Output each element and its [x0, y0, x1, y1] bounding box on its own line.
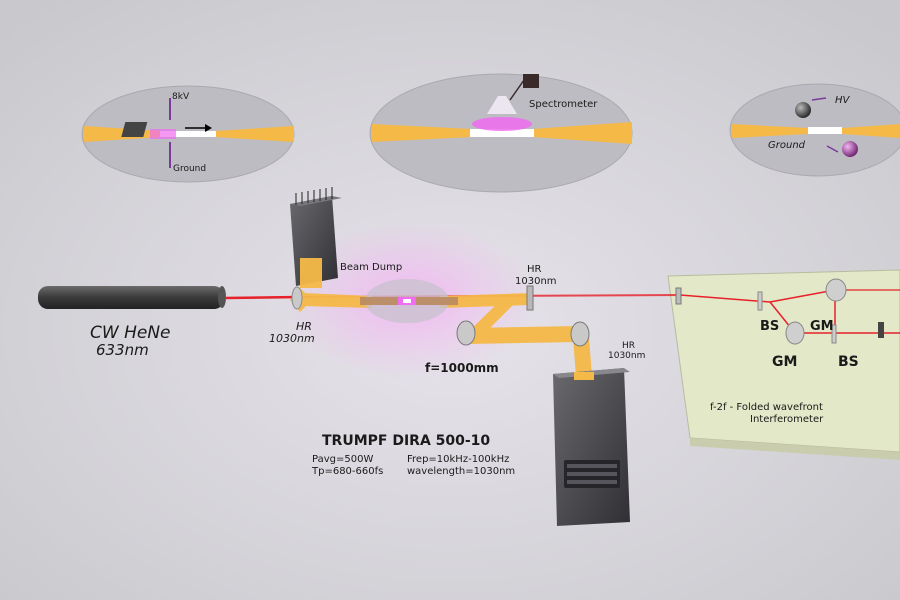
- hr-top-wavelength: 1030nm: [515, 276, 557, 287]
- fiber-icon: [509, 79, 525, 101]
- beam-cone: [732, 124, 808, 138]
- hr-right-label: HR: [622, 341, 635, 351]
- ground-label: Ground: [768, 140, 806, 151]
- light-collection-cone: [487, 96, 517, 114]
- plasma-channel: [160, 131, 216, 137]
- beam-cone: [214, 126, 294, 142]
- plasma-channel: [808, 127, 842, 134]
- interferometer-label-2: Interferometer: [750, 414, 824, 425]
- amplified-beam: [290, 288, 592, 376]
- beam-cone: [842, 124, 900, 138]
- plasma-glow-strip: [150, 129, 176, 139]
- ground-lead: [826, 145, 839, 153]
- mirror-hr-left: [291, 286, 303, 310]
- voltage-label: 8kV: [172, 92, 190, 102]
- electrode: [121, 122, 148, 137]
- bs-label-bottom: BS: [838, 354, 859, 370]
- bs-label-left: BS: [760, 319, 779, 334]
- inset-right: HV Ground: [729, 83, 900, 177]
- hv-label: HV: [835, 95, 851, 106]
- hr-left-label: HR: [296, 320, 312, 333]
- ground-sphere-icon: [842, 141, 858, 157]
- spectrometer-icon: [523, 74, 539, 88]
- interferometer-label: f-2f - Folded wavefront: [710, 402, 823, 413]
- hr-right-wavelength: 1030nm: [608, 351, 645, 361]
- pavg-spec: Pavg=500W: [312, 454, 373, 465]
- hv-sphere-icon: [795, 102, 811, 118]
- wavelength-spec: wavelength=1030nm: [407, 466, 515, 477]
- beam-dump-label: Beam Dump: [340, 262, 402, 273]
- arrow-head-icon: [205, 124, 212, 132]
- mirror-hr-right: [570, 321, 590, 347]
- tp-spec: Tp=680-660fs: [311, 466, 383, 477]
- beam-dump: [290, 187, 342, 288]
- mirror-hr-top: [526, 285, 534, 311]
- gm-label-bottom: GM: [772, 354, 797, 370]
- inset-left: 8kV Ground: [81, 85, 295, 183]
- hene-laser: [38, 286, 226, 309]
- lens-f1000: [456, 320, 476, 346]
- hv-lead: [811, 97, 827, 101]
- hr-left-wavelength: 1030nm: [269, 332, 315, 345]
- spectrometer-label: Spectrometer: [529, 99, 598, 110]
- plasma-glow: [472, 117, 532, 131]
- hr-top-label: HR: [527, 264, 542, 275]
- interferometer-optics: [675, 278, 884, 345]
- gm-label-top: GM: [810, 319, 834, 334]
- plasma-channel: [470, 129, 534, 137]
- frep-spec: Frep=10kHz-100kHz: [407, 454, 509, 465]
- laser-model-label: TRUMPF DIRA 500-10: [322, 433, 490, 449]
- hene-wavelength-label: 633nm: [96, 341, 149, 359]
- beam-cone: [372, 124, 472, 142]
- focal-length-label: f=1000mm: [425, 361, 499, 375]
- hene-laser-label: CW HeNe: [90, 323, 171, 343]
- trumpf-laser-box: [553, 368, 630, 526]
- plasma-interaction: [360, 279, 458, 323]
- inset-middle: Spectrometer: [369, 73, 633, 193]
- ground-label: Ground: [173, 164, 206, 174]
- beam-cone: [532, 122, 632, 144]
- interferometer-table: [667, 269, 900, 460]
